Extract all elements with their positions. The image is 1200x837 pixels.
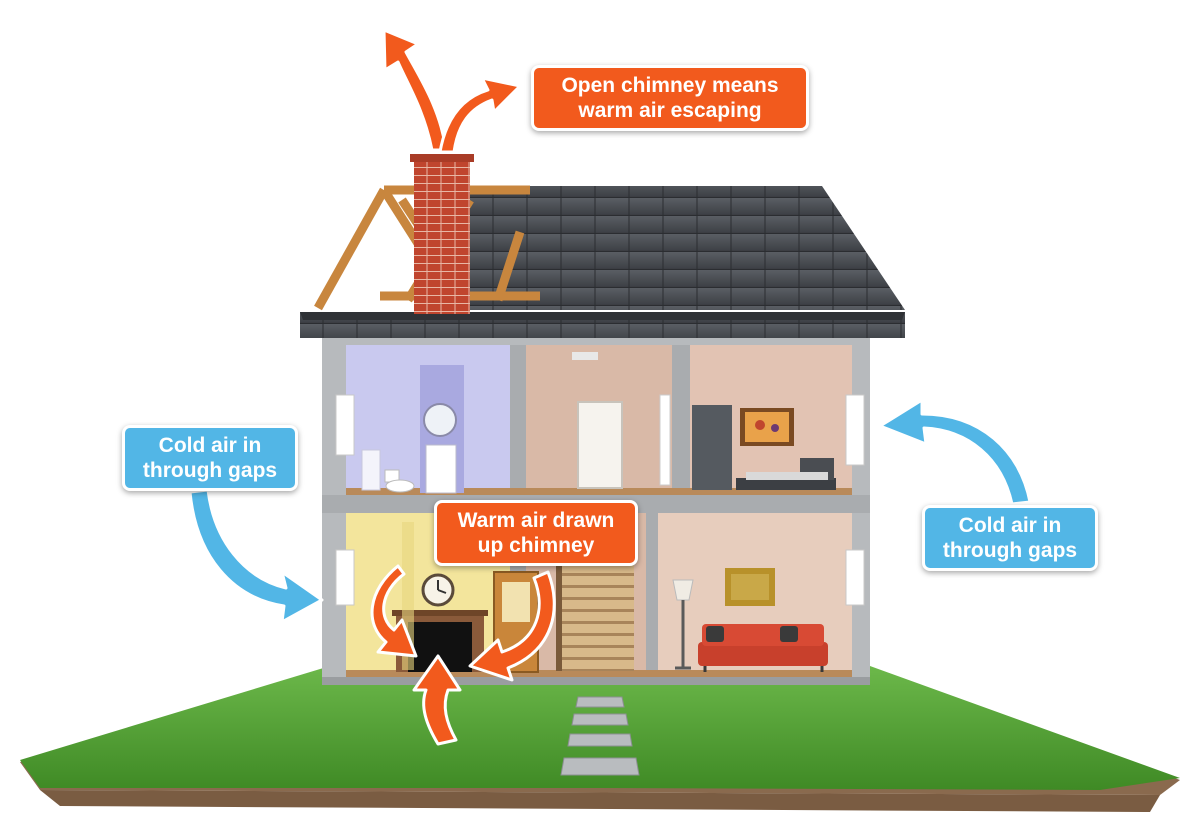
cold-air-arrow-left	[188, 488, 324, 624]
window-left-lower	[335, 549, 355, 606]
clock-icon	[421, 573, 455, 607]
cold-air-right-label-line1: Cold air in	[958, 514, 1062, 537]
cold-air-left-label-line2: through gaps	[142, 459, 278, 482]
staircase	[562, 565, 634, 671]
sofa-icon	[698, 624, 828, 672]
window-right-upper	[845, 394, 865, 466]
wardrobe	[692, 405, 732, 490]
cold-air-left-label: Cold air in through gaps	[122, 425, 298, 491]
cold-air-right-label-line2: through gaps	[942, 539, 1078, 562]
chimney-icon	[410, 154, 474, 314]
drawers	[425, 444, 457, 494]
ceiling-vent	[572, 352, 598, 360]
lamp-icon	[672, 579, 694, 670]
warm-air-drawn-label-line1: Warm air drawn	[457, 509, 615, 532]
cold-air-right-label: Cold air in through gaps	[922, 505, 1098, 571]
chimney-escape-label-line1: Open chimney means	[561, 74, 779, 97]
window-left-upper	[335, 394, 355, 456]
house-illustration	[322, 338, 870, 685]
cold-air-left-label-line1: Cold air in	[158, 434, 262, 457]
warm-air-escape-arrows	[382, 28, 522, 154]
grass-island	[20, 666, 1180, 812]
cold-air-arrow-right	[878, 398, 1032, 506]
warm-air-drawn-label: Warm air drawn up chimney	[434, 500, 638, 566]
bed-icon	[736, 458, 836, 490]
painting-icon	[740, 408, 794, 446]
window-right-lower	[845, 549, 865, 606]
roof	[300, 185, 905, 338]
mirror-frame	[725, 568, 775, 606]
warm-air-drawn-label-line2: up chimney	[477, 534, 595, 557]
stepping-stones	[560, 696, 640, 776]
landing-door	[577, 401, 623, 489]
warm-air-drawn-arrows	[370, 564, 556, 746]
toilet-icon	[384, 469, 415, 493]
chimney-escape-label-line2: warm air escaping	[578, 99, 762, 122]
chimney-escape-label: Open chimney means warm air escaping	[531, 65, 809, 131]
mirror	[423, 403, 457, 437]
